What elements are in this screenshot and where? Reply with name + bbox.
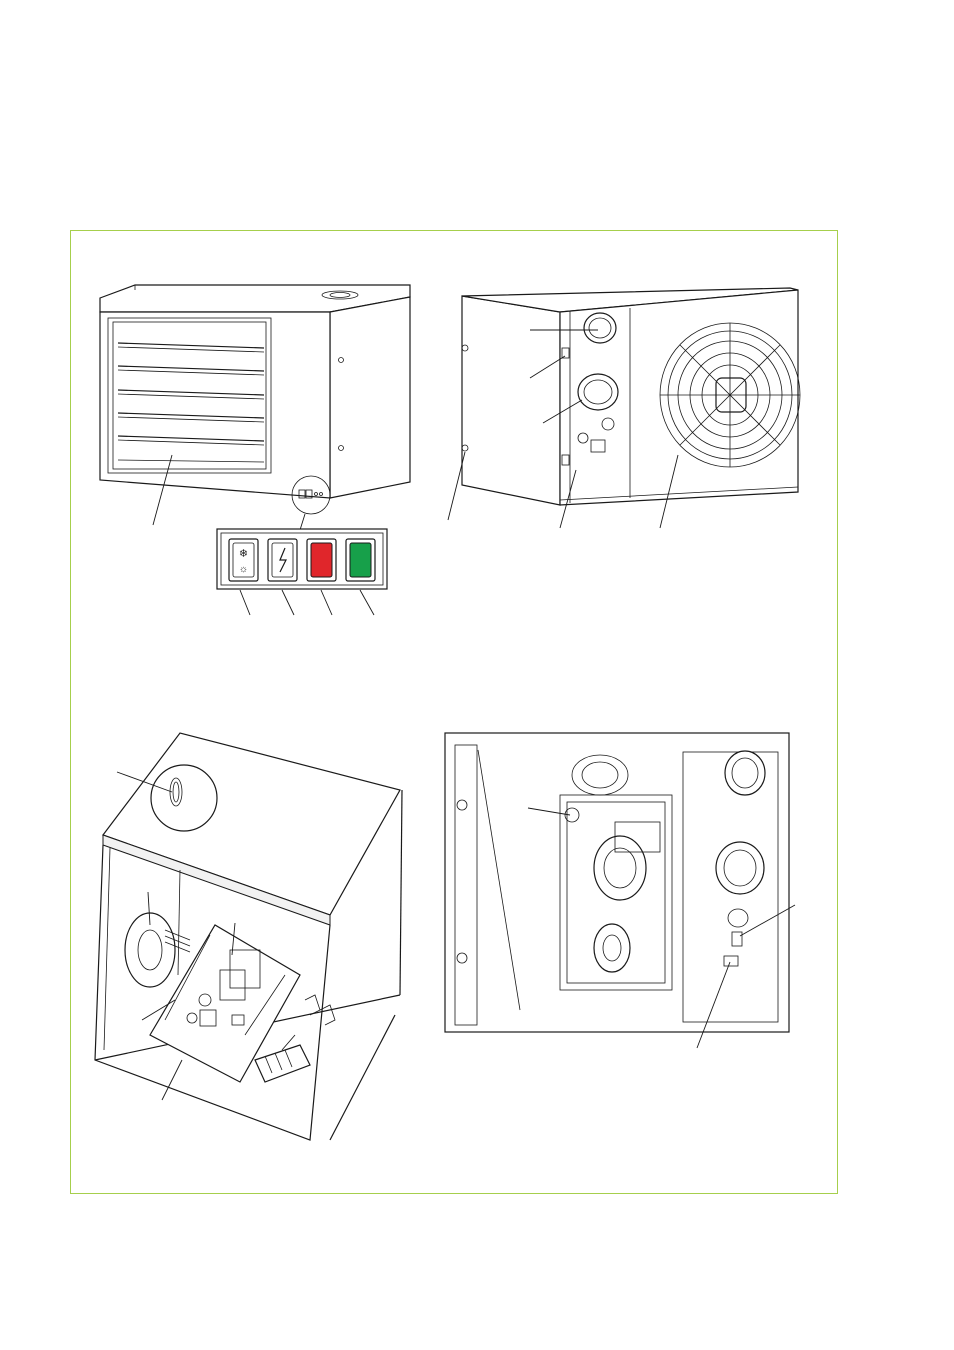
mode-switch[interactable]: ❄ ☼ (228, 538, 259, 582)
rear-view (447, 287, 801, 529)
control-panel: ❄ ☼ (216, 528, 388, 616)
sun-icon: ☼ (239, 564, 248, 575)
power-lamp[interactable] (345, 538, 376, 582)
interior-view (94, 732, 403, 1141)
figure-frame (70, 230, 838, 1194)
snowflake-icon: ❄ (239, 548, 248, 560)
louver-grille (117, 342, 265, 463)
lightning-icon (279, 547, 287, 573)
burner-view (444, 732, 796, 1049)
fault-lamp[interactable] (306, 538, 337, 582)
front-view (99, 284, 411, 531)
fan-guard (659, 322, 801, 468)
reset-switch[interactable] (267, 538, 298, 582)
